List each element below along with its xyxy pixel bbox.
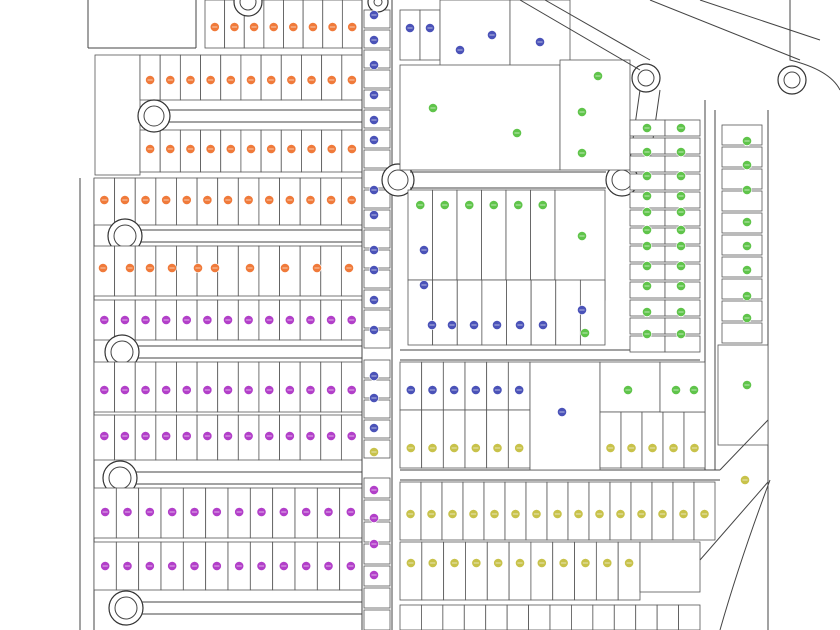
lot-outline <box>421 409 444 469</box>
lot-outline <box>721 190 763 212</box>
lot-outline <box>595 541 619 601</box>
cul-de-sac <box>381 163 415 197</box>
lot-outline <box>599 411 622 469</box>
lot-outline <box>641 411 664 469</box>
lot-outline <box>506 604 529 630</box>
cul-de-sac <box>233 0 263 17</box>
lot-outline <box>530 279 557 346</box>
lot-outline <box>721 278 763 300</box>
lot-outline <box>530 541 554 601</box>
cul-de-sac-island <box>373 0 383 7</box>
cul-de-sac-island <box>239 0 257 11</box>
cul-de-sac <box>777 65 807 95</box>
lot-outline <box>363 609 391 630</box>
lot-outline <box>552 541 575 601</box>
lot-outline <box>721 234 763 256</box>
lot-outline <box>629 155 666 173</box>
lot-outline <box>481 279 507 346</box>
lot-outline <box>485 604 508 630</box>
lot-outline <box>407 279 434 346</box>
lot-outline <box>528 604 551 630</box>
lot-outline <box>678 604 701 630</box>
lot-outline <box>659 361 706 413</box>
lot-outline <box>613 604 637 630</box>
lot-outline <box>421 541 445 601</box>
cul-de-sac <box>137 99 171 133</box>
lot-outline <box>217 245 239 297</box>
lot-outline <box>399 541 423 601</box>
lot-outline <box>320 245 342 297</box>
park-lot <box>94 54 141 176</box>
lot-outline <box>363 229 391 249</box>
lot-outline <box>571 604 594 630</box>
lot-outline <box>176 245 198 297</box>
lot-outline <box>363 149 391 169</box>
lot-outline <box>456 279 483 346</box>
diagonal-road-edge <box>649 0 801 61</box>
lot-outline <box>419 9 441 61</box>
lot-outline <box>721 146 763 168</box>
street-edge <box>699 481 769 561</box>
lot-outline <box>529 361 601 471</box>
lot-outline <box>721 256 763 278</box>
cul-de-sac-island <box>114 596 138 620</box>
lot-outline <box>555 279 581 346</box>
lot-outline <box>617 541 641 601</box>
lot-outline <box>635 604 658 630</box>
street-edge <box>719 419 769 471</box>
lot-outline <box>399 9 421 61</box>
cul-de-sac <box>108 590 144 626</box>
lot-outline <box>721 212 763 234</box>
lot-outline <box>549 604 572 630</box>
outer-curve <box>719 479 771 630</box>
lot-outline <box>721 168 763 190</box>
outer-curve <box>789 0 840 91</box>
lot-outline <box>464 409 488 469</box>
lot-outline <box>442 604 465 630</box>
diagonal-road-edge <box>699 0 821 41</box>
lot-outline <box>506 279 532 346</box>
lot-outline <box>507 409 531 469</box>
lot-outline <box>721 124 763 146</box>
cul-de-sac-island <box>783 71 801 89</box>
lot-markers <box>98 10 752 580</box>
lot-outline <box>721 300 763 322</box>
lot-outline <box>399 409 423 469</box>
lot-outline <box>443 541 466 601</box>
lot-outline <box>664 155 701 173</box>
cul-de-sac-island <box>143 105 165 127</box>
lot-outline <box>399 604 422 630</box>
lot-outline <box>432 279 458 346</box>
lot-outline <box>421 604 444 630</box>
lot-outline <box>258 245 280 297</box>
lot-outline <box>508 541 532 601</box>
lot-outline <box>363 399 391 419</box>
cul-de-sac-island <box>387 169 409 191</box>
lot-outline <box>463 604 487 630</box>
lot-outline <box>656 604 679 630</box>
lot-outline <box>683 411 706 469</box>
lot-outline <box>592 604 615 630</box>
lot-outline <box>442 409 466 469</box>
lot-outline <box>662 411 685 469</box>
lot-outline <box>486 409 509 469</box>
lot-outline <box>574 541 597 601</box>
cul-de-sac-island <box>637 69 655 87</box>
lot-outline <box>465 541 488 601</box>
lot-outline <box>486 541 510 601</box>
cul-de-sac <box>631 63 661 93</box>
plat-linework <box>79 0 840 630</box>
diagonal-road-edge <box>544 0 651 61</box>
lot-outline <box>363 521 391 543</box>
lot-outline <box>717 344 769 446</box>
lot-outline <box>639 541 701 593</box>
lot-outline <box>363 587 391 609</box>
lot-outline <box>721 322 763 344</box>
diagonal-road-edge <box>519 0 641 71</box>
lot-outline <box>363 69 391 89</box>
lot-outline <box>363 309 391 329</box>
lot-outline <box>620 411 643 469</box>
lot-outline <box>399 64 561 171</box>
